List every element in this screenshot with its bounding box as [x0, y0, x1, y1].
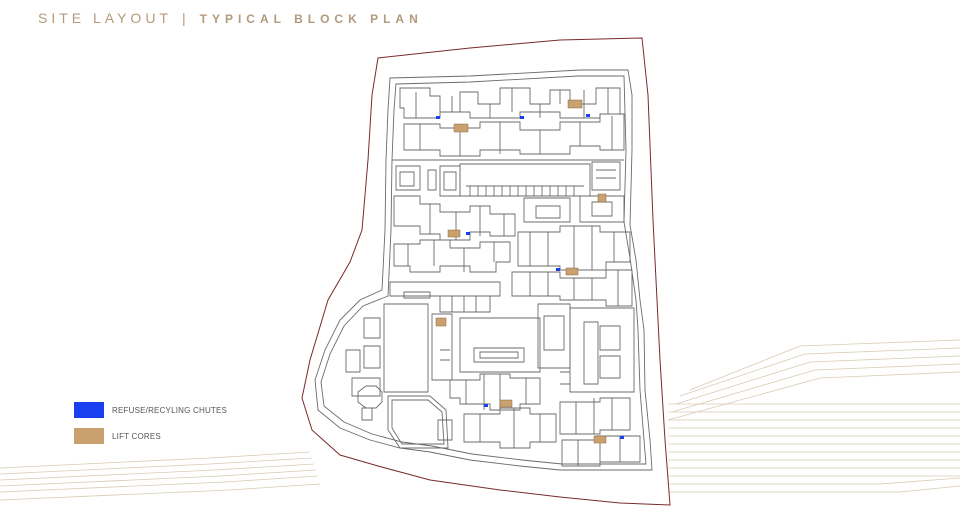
- building-outlines: [314, 69, 653, 471]
- refuse-chute: [466, 232, 470, 235]
- lift-core: [567, 99, 583, 109]
- legend-swatch-blue: [74, 402, 104, 418]
- lift-core: [453, 123, 469, 133]
- refuse-chute: [520, 116, 524, 119]
- lift-core: [447, 229, 461, 238]
- refuse-chute: [484, 404, 488, 407]
- legend: REFUSE/RECYLING CHUTES LIFT CORES: [74, 402, 227, 454]
- lift-core: [499, 399, 513, 408]
- legend-swatch-tan: [74, 428, 104, 444]
- refuse-chute: [620, 436, 624, 439]
- lift-core-markers: [435, 99, 607, 444]
- refuse-chute: [556, 268, 560, 271]
- page-title: SITE LAYOUT | TYPICAL BLOCK PLAN: [38, 10, 423, 26]
- legend-item-refuse-chutes: REFUSE/RECYLING CHUTES: [74, 402, 227, 418]
- legend-label: REFUSE/RECYLING CHUTES: [112, 405, 228, 415]
- lift-core: [593, 435, 607, 444]
- title-site-layout: SITE LAYOUT: [38, 10, 172, 26]
- refuse-chute: [586, 114, 590, 117]
- legend-label: LIFT CORES: [112, 431, 161, 441]
- refuse-chute: [436, 116, 440, 119]
- legend-item-lift-cores: LIFT CORES: [74, 428, 227, 444]
- lift-core: [435, 317, 447, 327]
- title-typical-block-plan: TYPICAL BLOCK PLAN: [199, 12, 423, 26]
- site-boundary-line: [301, 37, 671, 506]
- refuse-chute-markers: [436, 114, 624, 439]
- title-separator: |: [181, 10, 190, 26]
- lift-core: [565, 267, 579, 276]
- decorative-contour-lines: [0, 339, 960, 501]
- lift-core: [597, 193, 607, 203]
